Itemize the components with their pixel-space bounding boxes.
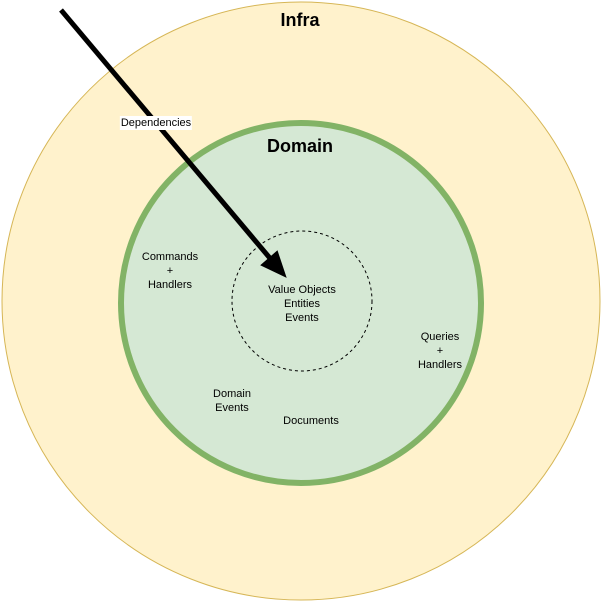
core-circle [231,230,373,372]
dependencies-arrow-shaft [59,8,276,265]
commands-line-2: + [166,265,174,277]
core-label: Value Objects Entities Events [268,283,336,325]
domain-events-line-2: Events [215,402,249,414]
core-line-entities: Entities [283,298,321,310]
queries-line-3: Handlers [417,359,463,371]
commands-line-3: Handlers [147,279,193,291]
core-line-value-objects: Value Objects [268,284,336,296]
commands-handlers-label: Commands + Handlers [142,250,198,292]
documents-label: Documents [283,415,339,427]
domain-events-line-1: Domain [213,388,251,400]
dependencies-label: Dependencies [119,116,193,130]
infra-title: Infra [280,10,320,30]
core-line-events: Events [285,312,319,324]
domain-circle [118,120,484,486]
queries-handlers-label: Queries + Handlers [418,330,462,372]
queries-line-1: Queries [420,331,460,343]
dependencies-arrow-head [260,250,287,278]
domain-title: Domain [266,136,334,156]
domain-events-label: Domain Events [213,387,251,415]
queries-line-2: + [436,345,444,357]
commands-line-1: Commands [141,251,199,263]
